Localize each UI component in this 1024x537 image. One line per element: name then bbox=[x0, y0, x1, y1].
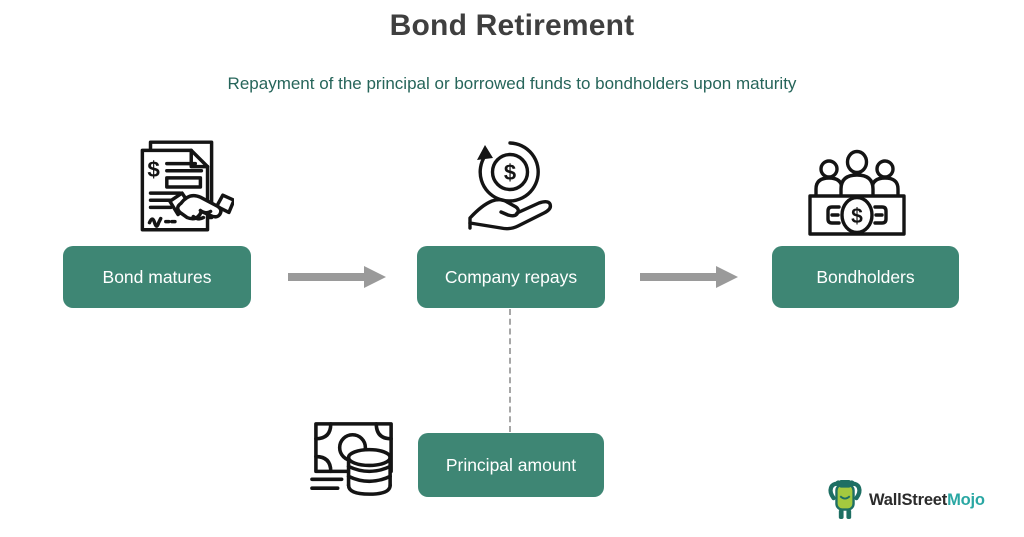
svg-text:$: $ bbox=[147, 157, 160, 182]
arrow-shaft bbox=[640, 273, 717, 281]
bondholders-money-icon: $ bbox=[808, 149, 906, 236]
flow-arrow-icon bbox=[640, 266, 738, 288]
flow-step-bondholders: Bondholders bbox=[772, 246, 959, 308]
flow-step-label: Company repays bbox=[444, 266, 578, 287]
logo-text-primary: WallStreet bbox=[869, 490, 948, 509]
flow-step-company-repays: Company repays bbox=[417, 246, 605, 308]
page-subtitle: Repayment of the principal or borrowed f… bbox=[227, 74, 797, 93]
detail-box-principal-amount: Principal amount bbox=[418, 433, 604, 497]
contract-handshake-icon: $ bbox=[140, 140, 234, 232]
flow-step-label: Bond matures bbox=[102, 266, 212, 287]
flow-step-bond-matures: Bond matures bbox=[63, 246, 251, 308]
svg-text:$: $ bbox=[851, 205, 863, 228]
logo-wordmark: WallStreetMojo bbox=[869, 491, 985, 510]
svg-text:$: $ bbox=[504, 160, 516, 185]
logo-text-accent: Mojo bbox=[947, 490, 985, 509]
arrow-head bbox=[364, 266, 386, 288]
flow-arrow-icon bbox=[288, 266, 386, 288]
arrow-shaft bbox=[288, 273, 365, 281]
wallstreetmojo-logo: WallStreetMojo bbox=[826, 474, 985, 526]
dashed-connector-line bbox=[509, 309, 511, 432]
wallstreetmojo-mascot-icon bbox=[828, 480, 862, 519]
detail-label: Principal amount bbox=[445, 454, 577, 475]
arrow-head bbox=[716, 266, 738, 288]
hand-coin-repay-icon: $ bbox=[468, 141, 553, 231]
page-title: Bond Retirement bbox=[389, 9, 635, 42]
cash-coins-icon bbox=[310, 422, 393, 496]
flow-step-label: Bondholders bbox=[816, 266, 915, 287]
